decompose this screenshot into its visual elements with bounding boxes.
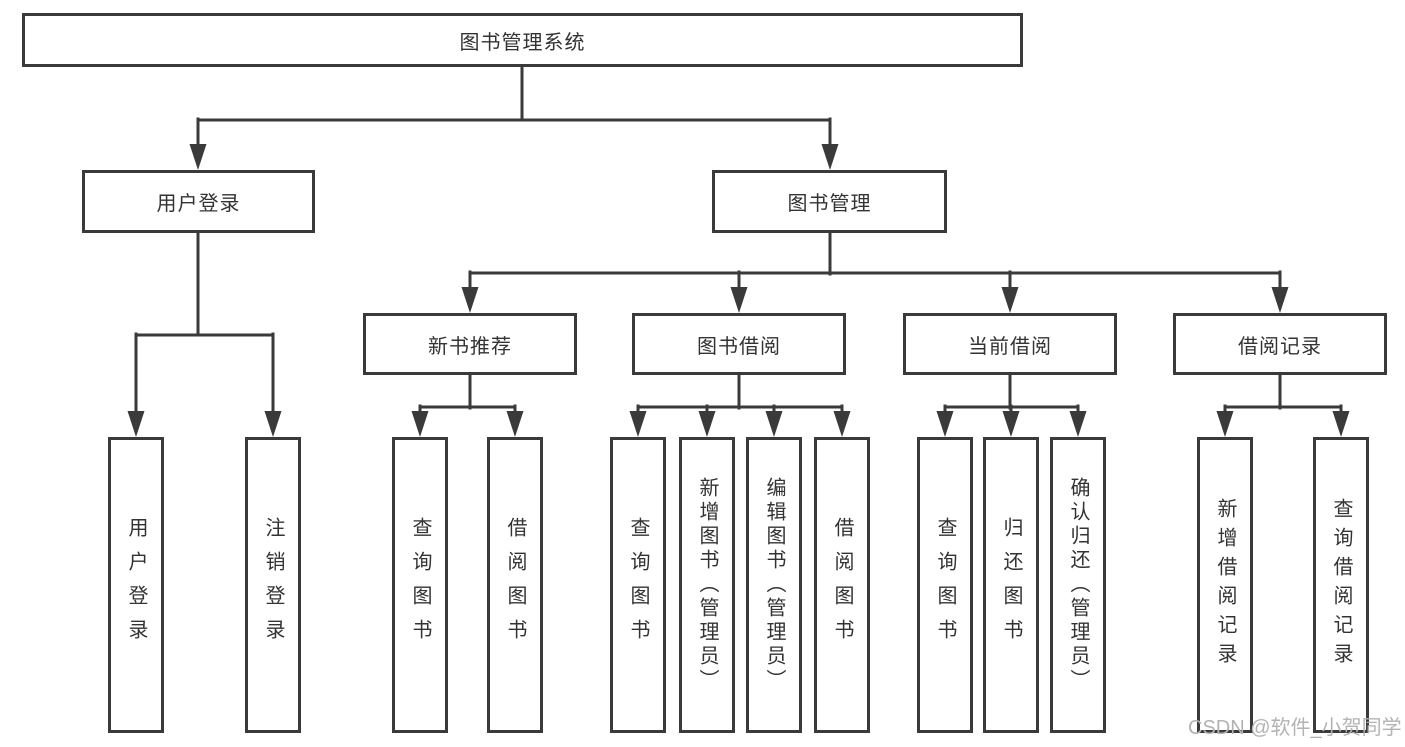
leaf-borrow-borrow-books: 借阅图书 [814,437,870,733]
node-user-login: 用户登录 [82,170,315,233]
leaf-current-return-books-label: 归还图书 [1000,517,1022,653]
leaf-records-query-record-label: 查询借阅记录 [1330,498,1352,672]
leaf-logout: 注销登录 [245,437,301,733]
node-new-book-recommendation: 新书推荐 [363,313,577,375]
leaf-current-query-books-label: 查询图书 [934,517,956,653]
node-book-management: 图书管理 [712,170,947,233]
leaf-current-return-books: 归还图书 [983,437,1039,733]
leaf-recommend-borrow-books-label: 借阅图书 [504,517,526,653]
node-current-borrowing: 当前借阅 [903,313,1117,375]
leaf-user-login-label: 用户登录 [125,517,147,653]
leaf-borrow-edit-books-admin-label: 编辑图书（管理员） [763,477,785,693]
leaf-borrow-query-books: 查询图书 [610,437,666,733]
leaf-current-confirm-return-admin-label: 确认归还（管理员） [1067,477,1089,693]
leaf-recommend-query-books: 查询图书 [392,437,448,733]
leaf-user-login: 用户登录 [108,437,164,733]
leaf-borrow-borrow-books-label: 借阅图书 [831,517,853,653]
leaf-borrow-edit-books-admin: 编辑图书（管理员） [746,437,802,733]
leaf-current-confirm-return-admin: 确认归还（管理员） [1050,437,1106,733]
leaf-records-add-record: 新增借阅记录 [1197,437,1253,733]
node-borrowing-records: 借阅记录 [1173,313,1387,375]
arrowheads [127,144,1350,437]
leaf-recommend-borrow-books: 借阅图书 [487,437,543,733]
leaf-records-query-record: 查询借阅记录 [1313,437,1369,733]
leaf-borrow-add-books-admin: 新增图书（管理员） [679,437,735,733]
leaf-logout-label: 注销登录 [262,517,284,653]
leaf-borrow-query-books-label: 查询图书 [627,517,649,653]
leaf-recommend-query-books-label: 查询图书 [409,517,431,653]
node-library-management-system: 图书管理系统 [22,13,1023,67]
leaf-borrow-add-books-admin-label: 新增图书（管理员） [696,477,718,693]
leaf-records-add-record-label: 新增借阅记录 [1214,498,1236,672]
node-book-borrowing: 图书借阅 [632,313,846,375]
leaf-current-query-books: 查询图书 [917,437,973,733]
watermark: CSDN @软件_小贺同学 [1188,717,1402,739]
